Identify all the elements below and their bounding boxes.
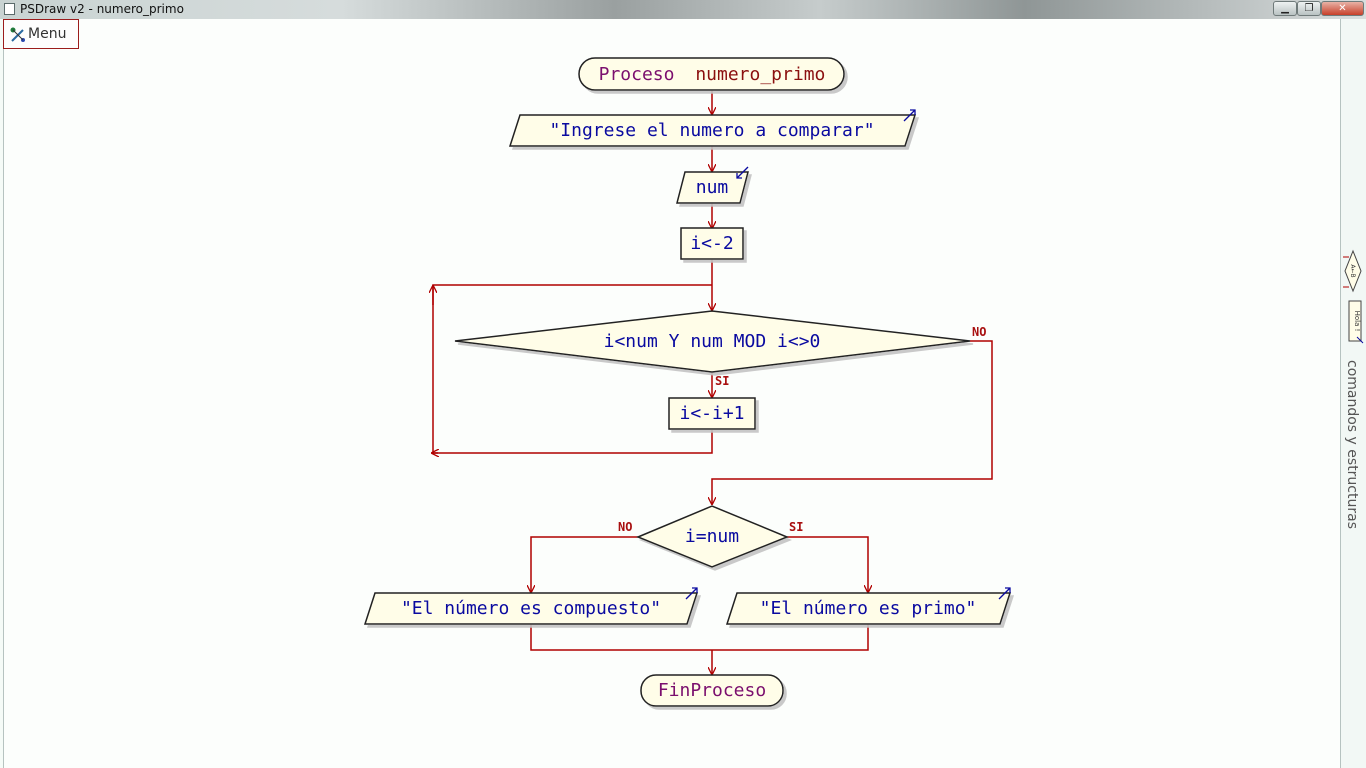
arrow-while-no: [712, 340, 993, 504]
read-var-text: num: [696, 177, 729, 198]
while-yes-label: SI: [715, 374, 729, 388]
title-bar: PSDraw v2 - numero_primo ▁ ❐ ✕: [0, 0, 1366, 19]
window-title: PSDraw v2 - numero_primo: [20, 2, 184, 16]
input-arrow-icon: [736, 166, 749, 179]
merge-path: [530, 624, 869, 651]
write-prompt-node[interactable]: "Ingrese el numero a comparar": [508, 109, 917, 147]
if-no-label: NO: [618, 520, 632, 534]
commands-panel[interactable]: A←B Hola !: [1340, 19, 1366, 768]
start-node[interactable]: Proceso numero_primo: [578, 57, 845, 91]
while-no-label: NO: [972, 325, 986, 339]
assign-increment-node[interactable]: i<-i+1: [668, 397, 756, 430]
assign-icon-text: A←B: [1349, 264, 1356, 277]
output-arrow-icon: [998, 587, 1011, 600]
write-prompt-text: "Ingrese el numero a comparar": [549, 120, 874, 141]
if-yes-label: SI: [789, 520, 803, 534]
read-node[interactable]: num: [676, 166, 749, 204]
close-button[interactable]: ✕: [1321, 1, 1364, 16]
assign-init-text: i<-2: [690, 233, 733, 254]
svg-text:Proceso numero_primo: Proceso numero_primo: [599, 64, 826, 85]
while-condition-text: i<num Y num MOD i<>0: [604, 331, 821, 352]
assign-init-node[interactable]: i<-2: [680, 227, 744, 260]
write-prime-text: "El número es primo": [760, 598, 977, 619]
minimize-button[interactable]: ▁: [1273, 1, 1297, 16]
output-arrow-icon: [903, 109, 916, 122]
output-arrow-icon: [685, 587, 698, 600]
if-node[interactable]: i=num: [636, 505, 789, 568]
arrow-if-yes: [787, 536, 868, 592]
menu-label: Menu: [28, 26, 67, 42]
panel-icons: A←B Hola !: [1343, 249, 1364, 344]
maximize-button[interactable]: ❐: [1297, 1, 1321, 16]
end-node[interactable]: FinProceso: [640, 674, 784, 707]
process-name: numero_primo: [695, 64, 825, 85]
assign-arrow-icon[interactable]: A←B: [1343, 249, 1362, 293]
if-condition-text: i=num: [685, 526, 739, 547]
write-prime-node[interactable]: "El número es primo": [725, 587, 1012, 625]
write-composite-node[interactable]: "El número es compuesto": [363, 587, 699, 625]
menu-button[interactable]: Menu: [3, 19, 79, 49]
app-icon: [4, 3, 15, 15]
panel-label: comandos y estructuras: [1344, 360, 1360, 529]
assign-increment-text: i<-i+1: [679, 403, 744, 424]
write-composite-text: "El número es compuesto": [401, 598, 661, 619]
pencil-draw-icon: [10, 27, 25, 42]
start-keyword: Proceso: [599, 64, 675, 85]
write-icon[interactable]: Hola !: [1348, 300, 1364, 344]
write-icon-text: Hola !: [1353, 311, 1361, 332]
connectors: [432, 90, 993, 674]
arrow-if-no: [531, 536, 638, 592]
while-node[interactable]: i<num Y num MOD i<>0: [454, 310, 971, 373]
end-keyword: FinProceso: [658, 680, 766, 701]
